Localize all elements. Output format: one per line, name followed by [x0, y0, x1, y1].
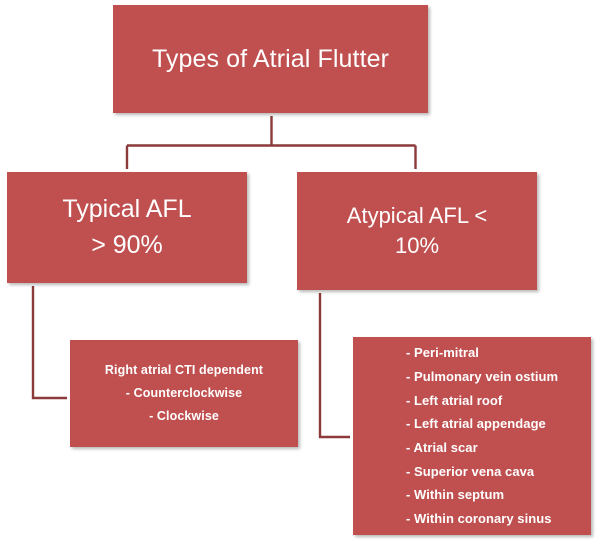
node-cti-line-3: - Clockwise [149, 409, 219, 424]
node-cti-line-2: - Counterclockwise [125, 385, 243, 400]
node-types-of-atrial-flutter: Types of Atrial Flutter [113, 5, 428, 113]
node-sites-item-5: - Atrial scar [406, 440, 478, 455]
node-atypical-afl-line-1: Atypical AFL < [346, 203, 488, 229]
node-typical-afl-line-1: Typical AFL [62, 195, 192, 223]
node-sites-item-7: - Within septum [406, 487, 505, 503]
node-right-atrial-cti-dependent: Right atrial CTI dependent - Countercloc… [70, 340, 298, 447]
node-typical-afl-line-2: > 90% [91, 230, 163, 259]
connector-typical-to-cti [31, 283, 70, 400]
node-sites-item-2: - Pulmonary vein ostium [406, 369, 559, 385]
node-atypical-afl-sites: - Peri-mitral - Pulmonary vein ostium - … [353, 337, 591, 535]
node-title-label: Types of Atrial Flutter [151, 44, 390, 73]
connector-atypical-to-sites [318, 290, 353, 439]
node-sites-item-3: - Left atrial roof [406, 392, 503, 408]
node-cti-line-1: Right atrial CTI dependent [104, 362, 264, 377]
node-sites-item-6: - Superior vena cava [406, 463, 535, 479]
node-sites-item-4: - Left atrial appendage [406, 416, 546, 432]
node-atypical-afl-line-2: 10% [394, 233, 440, 258]
node-typical-afl: Typical AFL > 90% [7, 172, 247, 283]
node-sites-item-1: - Peri-mitral [406, 345, 479, 361]
node-sites-item-8: - Within coronary sinus [406, 510, 552, 526]
node-atypical-afl: Atypical AFL < 10% [297, 172, 537, 290]
